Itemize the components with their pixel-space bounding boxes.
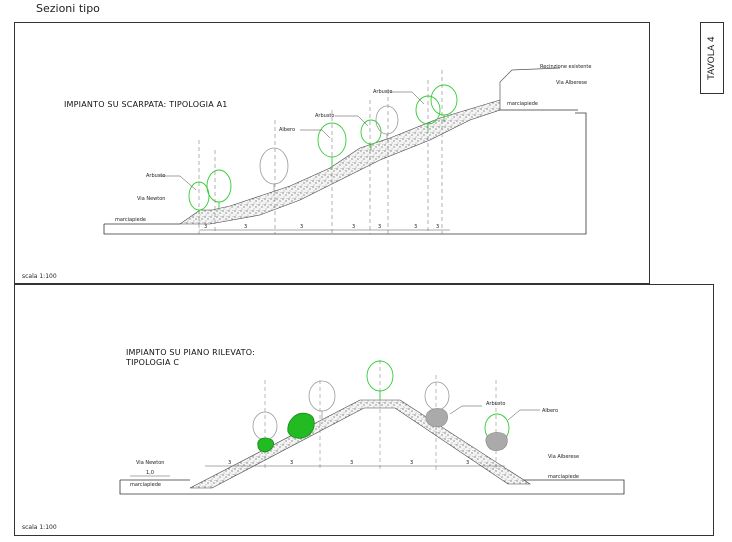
section-c-scale: scala 1:100 — [22, 524, 57, 531]
section-c-panel — [14, 284, 714, 536]
existing-tree-icon — [259, 147, 289, 192]
section-a-label-arbusto-1: Arbusto — [146, 173, 165, 179]
section-c-dim: 3 — [290, 460, 293, 466]
section-c-label-via-alberese: Via Alberese — [548, 454, 579, 460]
section-a-dim: 3 — [204, 224, 207, 230]
section-a-drawing: Arbusto Via Newton marciapiede Albero Ar… — [103, 64, 591, 235]
section-a-trees — [188, 84, 458, 214]
section-c-label-albero: Albero — [542, 408, 558, 414]
existing-tree-icon — [375, 105, 399, 140]
shrub-icon — [257, 437, 274, 453]
section-a-dim: 3 — [436, 224, 439, 230]
section-a-scale: scala 1:100 — [22, 273, 57, 280]
section-c-title: IMPIANTO SU PIANO RILEVATO: TIPOLOGIA C — [126, 348, 255, 368]
section-c-dim: 3 — [228, 460, 231, 466]
section-c-dim: 3 — [466, 460, 469, 466]
tree-icon — [366, 360, 394, 400]
section-a-existing-fence — [499, 67, 561, 100]
shrub-icon — [287, 412, 315, 439]
section-a-base-outline — [103, 112, 587, 235]
tree-icon — [206, 169, 232, 210]
section-a-label-albero: Albero — [279, 127, 295, 133]
section-a-dim: 3 — [244, 224, 247, 230]
section-a-dim: 3 — [414, 224, 417, 230]
section-c-leaders — [449, 405, 540, 421]
section-c-label-via-newton: Via Newton — [136, 460, 164, 466]
section-a-label-via-newton: Via Newton — [137, 196, 165, 202]
page-title: Sezioni tipo — [36, 2, 100, 15]
section-a-label-marciapiede-top: marciapiede — [507, 101, 538, 107]
section-a-title: IMPIANTO SU SCARPATA: TIPOLOGIA A1 — [64, 100, 228, 109]
tree-icon — [317, 122, 347, 168]
section-c-shrubs — [257, 408, 508, 453]
section-c-title-line1: IMPIANTO SU PIANO RILEVATO: — [126, 348, 255, 357]
shrub-icon — [425, 408, 448, 428]
section-a-label-arbusto-2: Arbusto — [315, 113, 334, 119]
section-a-label-marciapiede: marciapiede — [115, 217, 146, 223]
section-a-dim: 3 — [352, 224, 355, 230]
section-c-label-arbusto: Arbusto — [486, 401, 505, 407]
section-c-base-outline — [119, 479, 625, 495]
section-a-leaders — [160, 91, 425, 191]
section-a-embankment — [179, 99, 501, 225]
section-c-dim: 3 — [410, 460, 413, 466]
section-a-label-via-alberese: Via Alberese — [556, 80, 587, 86]
tree-icon — [430, 84, 458, 122]
section-c-drawing: Via Newton 1,0 marciapiede Arbusto Alber… — [119, 360, 625, 495]
section-c-label-marciapiede-left: marciapiede — [130, 482, 161, 488]
section-a-existing-trees — [259, 105, 399, 192]
shrub-icon — [485, 432, 508, 452]
section-a-dim: 3 — [300, 224, 303, 230]
tree-icon — [415, 95, 441, 130]
section-c-embankment — [189, 399, 532, 489]
section-c-title-line2: TIPOLOGIA C — [126, 358, 180, 367]
section-c-dim: 3 — [350, 460, 353, 466]
section-c-label-marciapiede-right: marciapiede — [548, 474, 579, 480]
sheet-label-box: TAVOLA 4 — [700, 22, 724, 94]
section-a-label-arbusto-3: Arbusto — [373, 89, 392, 95]
existing-tree-icon — [308, 380, 336, 420]
shrub-icon — [188, 181, 210, 214]
section-a-label-recinzione: Recinzione esistente — [540, 64, 591, 70]
section-a-dim: 3 — [378, 224, 381, 230]
section-c-planting-lines — [264, 360, 497, 470]
section-a-planting-lines — [198, 70, 443, 234]
section-c-label-dim-1-0: 1,0 — [146, 470, 154, 476]
section-a-panel — [14, 22, 650, 284]
